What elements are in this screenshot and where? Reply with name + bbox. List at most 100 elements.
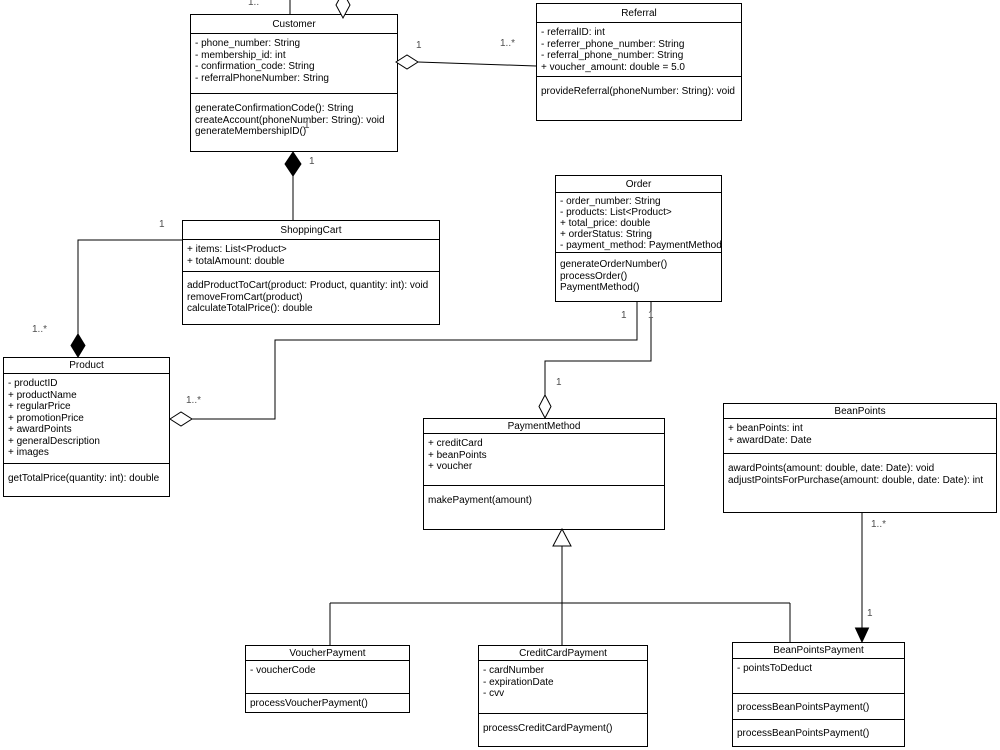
method: getTotalPrice(quantity: int): double — [8, 473, 160, 484]
multiplicity-label: 1.. — [248, 0, 260, 8]
method: provideReferral(phoneNumber: String): vo… — [541, 86, 735, 97]
class-creditcardpayment[interactable]: CreditCardPayment - cardNumber - expirat… — [478, 645, 648, 747]
generalization-triangle-paymentmethod — [552, 527, 572, 547]
class-paymentmethod[interactable]: PaymentMethod + creditCard + beanPoints … — [423, 418, 665, 530]
class-product-attributes: - productID + productName + regularPrice… — [4, 374, 169, 464]
attribute: + beanPoints: int — [728, 423, 803, 434]
attribute: + items: List<Product> — [187, 244, 287, 255]
attribute: + voucher_amount: double = 5.0 — [541, 61, 685, 73]
class-beanpoints[interactable]: BeanPoints + beanPoints: int + awardDate… — [723, 403, 997, 513]
method: processOrder() — [560, 270, 628, 282]
class-customer-attributes: - phone_number: String - membership_id: … — [191, 34, 397, 94]
attribute: - confirmation_code: String — [195, 61, 315, 72]
aggregation-diamond-product-order — [169, 411, 193, 427]
class-product-title: Product — [4, 358, 169, 374]
class-beanpoints-methods: awardPoints(amount: double, date: Date):… — [724, 454, 996, 512]
class-creditcardpayment-attributes: - cardNumber - expirationDate - cvv — [479, 661, 647, 714]
class-referral[interactable]: Referral - referralID: int - referrer_ph… — [536, 3, 742, 121]
arrowhead-beanpoints-beanpointspayment — [854, 627, 870, 644]
class-order-attributes: - order_number: String - products: List<… — [556, 193, 722, 253]
method: generateOrderNumber() — [560, 259, 668, 270]
multiplicity-label: 1..* — [186, 395, 202, 406]
attribute: - referral_phone_number: String — [541, 50, 684, 61]
class-voucherpayment-attributes: - voucherCode — [246, 661, 409, 694]
multiplicity-label: 1..* — [871, 519, 887, 530]
attribute: - referralID: int — [541, 27, 605, 38]
class-paymentmethod-attributes: + creditCard + beanPoints + voucher — [424, 434, 664, 486]
class-order[interactable]: Order - order_number: String - products:… — [555, 175, 722, 302]
class-paymentmethod-methods: makePayment(amount) — [424, 486, 664, 529]
class-voucherpayment-methods: processVoucherPayment() — [246, 694, 409, 712]
method: PaymentMethod() — [560, 282, 640, 293]
method: processBeanPointsPayment() — [737, 728, 870, 739]
attribute: + orderStatus: String — [560, 229, 652, 240]
aggregation-diamond-customer-referral — [395, 54, 419, 70]
multiplicity-label: 1..* — [32, 324, 48, 335]
class-beanpoints-title: BeanPoints — [724, 404, 996, 419]
attribute: - order_number: String — [560, 196, 661, 207]
method: removeFromCart(product) — [187, 291, 303, 303]
multiplicity-label: 1 — [304, 120, 310, 131]
class-beanpointspayment-methods: processBeanPointsPayment() — [733, 694, 904, 720]
class-voucherpayment[interactable]: VoucherPayment - voucherCode processVouc… — [245, 645, 410, 713]
attribute: + productName — [8, 389, 77, 401]
attribute: - phone_number: String — [195, 38, 301, 49]
attribute: + beanPoints — [428, 449, 487, 461]
class-beanpointspayment-attributes: - pointsToDeduct — [733, 659, 904, 694]
class-paymentmethod-title: PaymentMethod — [424, 419, 664, 434]
composition-diamond-cart-product — [70, 333, 86, 358]
attribute: - payment_method: PaymentMethod — [560, 240, 722, 251]
attribute: + totalAmount: double — [187, 255, 285, 267]
class-shoppingcart[interactable]: ShoppingCart + items: List<Product> + to… — [182, 220, 440, 325]
edge-customer-referral[interactable] — [417, 61, 537, 67]
method: createAccount(phoneNumber: String): void — [195, 114, 385, 126]
attribute: + awardDate: Date — [728, 434, 812, 446]
method: processCreditCardPayment() — [483, 723, 613, 734]
class-product[interactable]: Product - productID + productName + regu… — [3, 357, 170, 497]
class-order-title: Order — [556, 176, 721, 193]
method: awardPoints(amount: double, date: Date):… — [728, 463, 935, 474]
class-creditcardpayment-title: CreditCardPayment — [479, 646, 647, 661]
class-beanpointspayment[interactable]: BeanPointsPayment - pointsToDeduct proce… — [732, 642, 905, 747]
edge-shoppingcart-product[interactable] — [77, 239, 182, 334]
method: adjustPointsForPurchase(amount: double, … — [728, 474, 984, 486]
attribute: - productID — [8, 378, 58, 389]
attribute: - pointsToDeduct — [737, 663, 813, 674]
multiplicity-label: 1 — [621, 310, 627, 321]
class-customer[interactable]: Customer - phone_number: String - member… — [190, 14, 398, 152]
attribute: - referrer_phone_number: String — [541, 38, 685, 50]
method: processBeanPointsPayment() — [737, 702, 870, 713]
attribute: - referralPhoneNumber: String — [195, 72, 329, 84]
method: makePayment(amount) — [428, 495, 532, 506]
attribute: - cvv — [483, 688, 505, 699]
multiplicity-label: 1..* — [500, 38, 516, 49]
method: generateMembershipID() — [195, 126, 307, 137]
attribute: + voucher — [428, 461, 473, 472]
class-beanpointspayment-title: BeanPointsPayment — [733, 643, 904, 659]
class-referral-methods: provideReferral(phoneNumber: String): vo… — [537, 77, 741, 120]
attribute: + total_price: double — [560, 218, 651, 229]
attribute: - products: List<Product> — [560, 207, 672, 218]
method: addProductToCart(product: Product, quant… — [187, 280, 429, 291]
class-beanpointspayment-methods-2: processBeanPointsPayment() — [733, 720, 904, 746]
attribute: + awardPoints — [8, 424, 72, 435]
class-creditcardpayment-methods: processCreditCardPayment() — [479, 714, 647, 746]
composition-diamond-customer-cart — [284, 151, 302, 177]
class-order-methods: generateOrderNumber() processOrder() Pay… — [556, 253, 721, 301]
multiplicity-label: 1 — [159, 219, 165, 230]
class-voucherpayment-title: VoucherPayment — [246, 646, 409, 661]
class-shoppingcart-attributes: + items: List<Product> + totalAmount: do… — [183, 240, 439, 272]
method: generateConfirmationCode(): String — [195, 103, 354, 114]
attribute: - cardNumber — [483, 665, 545, 676]
multiplicity-label: 1 — [309, 156, 315, 167]
attribute: - expirationDate — [483, 676, 554, 688]
method: calculateTotalPrice(): double — [187, 303, 313, 314]
attribute: - membership_id: int — [195, 49, 286, 61]
class-referral-title: Referral — [537, 4, 741, 23]
aggregation-diamond-order-paymentmethod — [538, 393, 552, 420]
method: processVoucherPayment() — [250, 698, 368, 709]
attribute: + generalDescription — [8, 435, 100, 447]
attribute: - voucherCode — [250, 665, 316, 676]
class-product-methods: getTotalPrice(quantity: int): double — [4, 464, 169, 496]
class-shoppingcart-title: ShoppingCart — [183, 221, 439, 240]
